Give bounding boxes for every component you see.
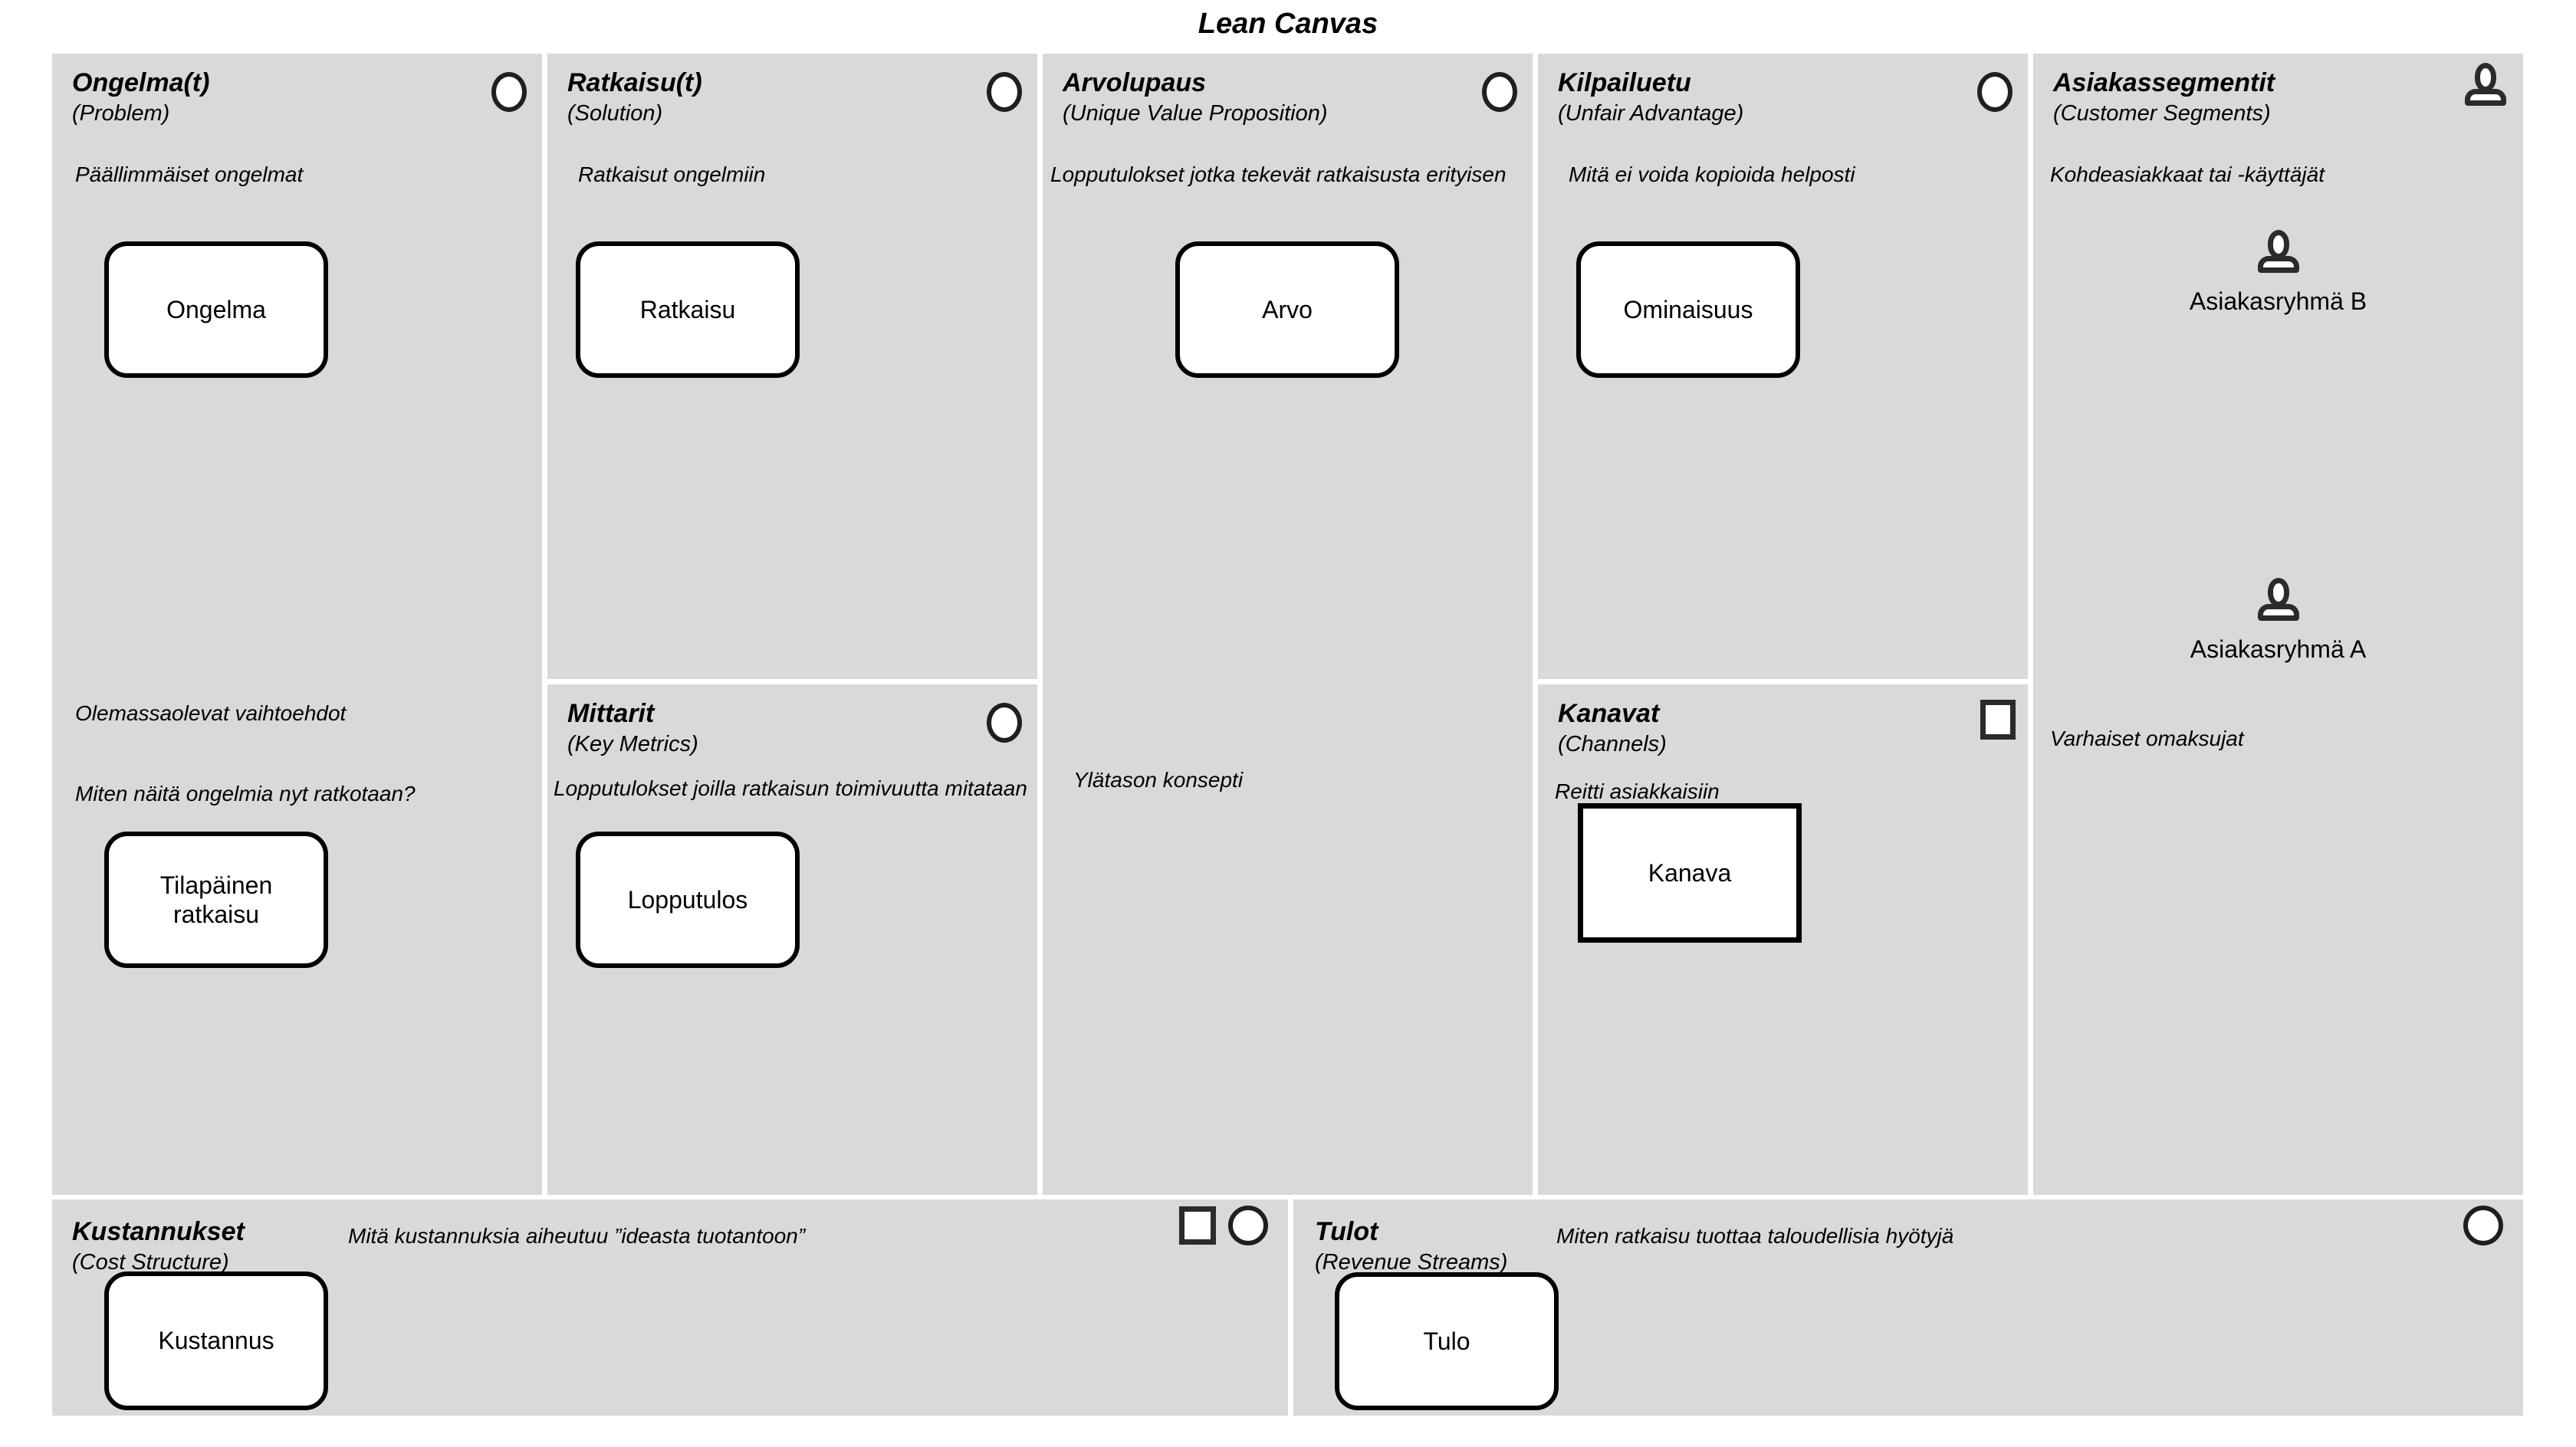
section-revenue-streams: Tulot (Revenue Streams) Miten ratkaisu t… — [1293, 1199, 2523, 1416]
value-card[interactable]: Arvo — [1175, 241, 1399, 378]
hint-text: Varhaiset omaksujat — [2050, 727, 2244, 750]
section-customer-segments: Asiakassegmentit (Customer Segments) Koh… — [2033, 54, 2523, 1195]
section-subtitle: (Solution) — [567, 100, 663, 126]
section-title: Mittarit — [567, 699, 655, 728]
lean-canvas: Ongelma(t) (Problem) Päällimmäiset ongel… — [52, 54, 2523, 1416]
section-subtitle: (Cost Structure) — [72, 1249, 229, 1275]
square-shape-icon — [1179, 1206, 1216, 1245]
section-header: Kanavat (Channels) — [1558, 698, 1667, 758]
person-icon — [2256, 230, 2301, 273]
section-unfair-advantage: Kilpailuetu (Unfair Advantage) Mitä ei v… — [1538, 54, 2028, 679]
section-title: Asiakassegmentit — [2053, 68, 2275, 97]
hint-text: Reitti asiakkaisiin — [1555, 779, 1720, 803]
hint-text: Lopputulokset joilla ratkaisun toimivuut… — [554, 776, 1027, 800]
section-header: Kilpailuetu (Unfair Advantage) — [1558, 67, 1743, 127]
hint-text: Ratkaisut ongelmiin — [578, 162, 766, 186]
customer-group-a[interactable]: Asiakasryhmä A — [2033, 578, 2523, 664]
section-title: Kustannukset — [72, 1217, 245, 1246]
person-icon — [2463, 63, 2508, 106]
segment-label: Asiakasryhmä B — [2189, 287, 2367, 315]
section-solution: Ratkaisu(t) (Solution) Ratkaisut ongelmi… — [547, 54, 1037, 679]
problem-card[interactable]: Ongelma — [104, 241, 328, 378]
section-title: Ratkaisu(t) — [567, 68, 702, 97]
section-title: Ongelma(t) — [72, 68, 210, 97]
cost-card[interactable]: Kustannus — [104, 1271, 328, 1410]
section-header: Mittarit (Key Metrics) — [567, 698, 698, 758]
person-icon — [2256, 578, 2301, 621]
section-title: Arvolupaus — [1063, 68, 1207, 97]
section-title: Tulot — [1315, 1217, 1378, 1246]
hint-text: Mitä ei voida kopioida helposti — [1569, 162, 1855, 186]
shape-icons — [2463, 1206, 2503, 1245]
shape-icons — [1179, 1206, 1268, 1245]
section-title: Kanavat — [1558, 699, 1660, 728]
square-shape-icon — [1980, 700, 2016, 740]
section-header: Asiakassegmentit (Customer Segments) — [2053, 67, 2275, 127]
section-subtitle: (Revenue Streams) — [1315, 1249, 1508, 1275]
section-problem: Ongelma(t) (Problem) Päällimmäiset ongel… — [52, 54, 542, 1195]
section-subtitle: (Problem) — [72, 100, 170, 126]
section-subtitle: (Unfair Advantage) — [1558, 100, 1744, 126]
section-subtitle: (Key Metrics) — [567, 731, 698, 756]
section-key-metrics: Mittarit (Key Metrics) Lopputulokset joi… — [547, 684, 1037, 1195]
customer-group-b[interactable]: Asiakasryhmä B — [2033, 230, 2523, 316]
circle-shape-icon — [987, 703, 1022, 743]
page-title: Lean Canvas — [1198, 8, 1378, 40]
section-subtitle: (Channels) — [1558, 731, 1667, 756]
revenue-card[interactable]: Tulo — [1335, 1272, 1559, 1410]
section-header: Ratkaisu(t) (Solution) — [567, 67, 702, 127]
section-header: Kustannukset (Cost Structure) — [72, 1216, 245, 1276]
section-subtitle: (Customer Segments) — [2053, 100, 2271, 126]
hint-text: Ylätason konsepti — [1073, 768, 1244, 792]
circle-shape-icon — [1228, 1206, 1268, 1245]
existing-alternative-card[interactable]: Tilapäinen ratkaisu — [104, 832, 328, 968]
solution-card[interactable]: Ratkaisu — [576, 241, 800, 378]
circle-shape-icon — [491, 72, 527, 112]
section-title: Kilpailuetu — [1558, 68, 1691, 97]
section-header: Arvolupaus (Unique Value Proposition) — [1063, 67, 1328, 127]
hint-text: Olemassaolevat vaihtoehdot — [75, 701, 347, 725]
advantage-card[interactable]: Ominaisuus — [1576, 241, 1800, 378]
hint-text: Mitä kustannuksia aiheutuu ”ideasta tuot… — [348, 1224, 806, 1248]
section-channels: Kanavat (Channels) Reitti asiakkaisiin K… — [1538, 684, 2028, 1195]
hint-text: Miten ratkaisu tuottaa taloudellisia hyö… — [1556, 1224, 1954, 1248]
channel-card[interactable]: Kanava — [1578, 803, 1802, 943]
circle-shape-icon — [987, 72, 1022, 112]
section-unique-value-proposition: Arvolupaus (Unique Value Proposition) Lo… — [1043, 54, 1533, 1195]
circle-shape-icon — [2463, 1206, 2503, 1245]
circle-shape-icon — [1482, 72, 1517, 112]
section-header: Ongelma(t) (Problem) — [72, 67, 209, 127]
hint-text: Päällimmäiset ongelmat — [75, 162, 304, 186]
hint-text: Miten näitä ongelmia nyt ratkotaan? — [75, 782, 416, 806]
segment-label: Asiakasryhmä A — [2190, 635, 2367, 663]
section-cost-structure: Kustannukset (Cost Structure) Mitä kusta… — [52, 1199, 1288, 1416]
key-metric-card[interactable]: Lopputulos — [576, 832, 800, 968]
section-subtitle: (Unique Value Proposition) — [1063, 100, 1328, 126]
hint-text: Kohdeasiakkaat tai -käyttäjät — [2050, 162, 2325, 186]
circle-shape-icon — [1977, 72, 2013, 112]
section-header: Tulot (Revenue Streams) — [1315, 1216, 1507, 1276]
hint-text: Lopputulokset jotka tekevät ratkaisusta … — [1050, 162, 1506, 186]
